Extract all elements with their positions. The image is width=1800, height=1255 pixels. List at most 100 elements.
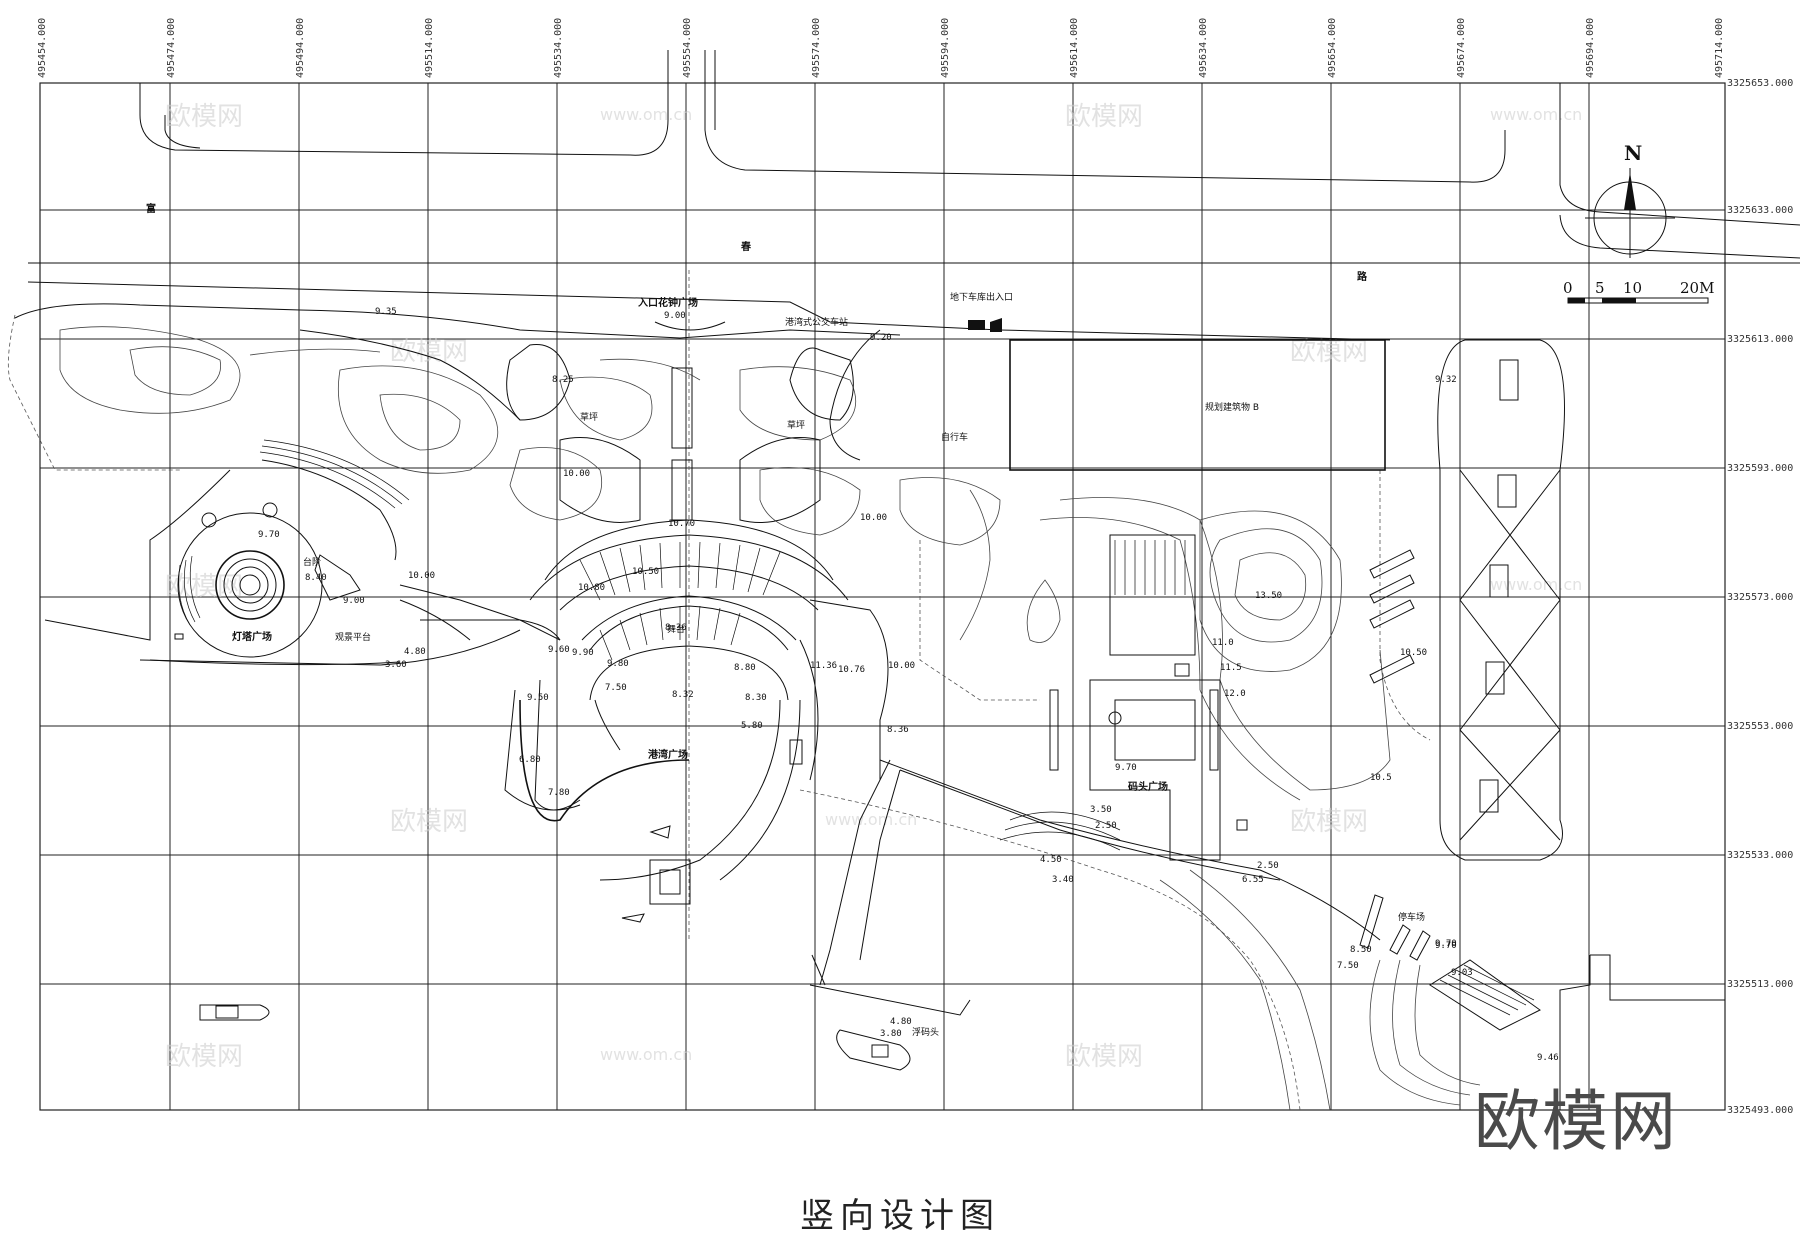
watermarks: 欧模网 www.om.cn 欧模网 www.om.cn 欧模网 欧模网 欧模网 … bbox=[165, 102, 1582, 1072]
dock-plaza: 规划建筑物 B 码头广场 停车场 bbox=[999, 339, 1541, 1031]
x-coordinate-labels: 495454.000 495474.000 495494.000 495514.… bbox=[37, 18, 1725, 78]
y-coord: 3325573.000 bbox=[1727, 592, 1793, 603]
elevation: 8.30 bbox=[745, 693, 767, 703]
underground-entrance-label: 地下车库出入口 bbox=[950, 291, 1013, 303]
misc-labels: 观景平台 台阶 草坪 草坪 自行车 bbox=[303, 411, 968, 643]
linear-park bbox=[1437, 339, 1565, 861]
x-coord: 495654.000 bbox=[1327, 18, 1338, 78]
y-coord: 3325533.000 bbox=[1727, 850, 1793, 861]
elevation: 9.00 bbox=[343, 596, 365, 606]
elevation: 13.50 bbox=[1255, 591, 1282, 601]
x-coord: 495494.000 bbox=[295, 18, 306, 78]
elevation: 9.32 bbox=[1435, 375, 1457, 385]
x-coord: 495454.000 bbox=[37, 18, 48, 78]
wharf: 浮码头 bbox=[199, 759, 971, 1071]
scale-bar: 0 5 10 20M bbox=[1563, 279, 1714, 304]
lawn-label: 草坪 bbox=[580, 411, 598, 423]
elevation: 8.36 bbox=[665, 623, 687, 633]
elevation: 9.50 bbox=[527, 693, 549, 703]
elevation: 9.46 bbox=[1537, 1053, 1559, 1063]
parking-bays bbox=[1359, 549, 1431, 961]
x-coord: 495514.000 bbox=[424, 18, 435, 78]
parking-label: 停车场 bbox=[1398, 911, 1425, 923]
elevation: 10.76 bbox=[838, 665, 865, 675]
elevation: 10.70 bbox=[668, 519, 695, 529]
x-coord: 495594.000 bbox=[940, 18, 951, 78]
lawn-label: 草坪 bbox=[787, 419, 805, 431]
y-coordinate-labels: 3325653.000 3325633.000 3325613.000 3325… bbox=[1727, 78, 1793, 1116]
park-outline bbox=[7, 303, 1725, 1111]
wharf-label: 浮码头 bbox=[912, 1026, 939, 1038]
watermark: 欧模网 bbox=[1290, 337, 1368, 367]
elevation: 10.50 bbox=[632, 567, 659, 577]
elevation: 11.0 bbox=[1212, 638, 1234, 648]
watermark: 欧模网 bbox=[390, 337, 468, 367]
elevation: 8.32 bbox=[672, 690, 694, 700]
entrance-plaza: 入口花钟广场 港湾式公交车站 地下车库出入口 bbox=[299, 270, 1013, 940]
elevation: 9.20 bbox=[870, 333, 892, 343]
elevation: 2.50 bbox=[1095, 821, 1117, 831]
scale-tick: 20M bbox=[1680, 279, 1714, 297]
elevation: 9.70 bbox=[1115, 763, 1137, 773]
watermark-url: www.om.cn bbox=[1490, 575, 1582, 594]
x-coord: 495574.000 bbox=[811, 18, 822, 78]
y-coord: 3325653.000 bbox=[1727, 78, 1793, 89]
lighthouse-plaza: 灯塔广场 bbox=[174, 439, 561, 658]
elevation: 7.80 bbox=[548, 788, 570, 798]
elevation: 10.00 bbox=[860, 513, 887, 523]
y-coord: 3325513.000 bbox=[1727, 979, 1793, 990]
brand-watermark: 欧模网 bbox=[1474, 1083, 1678, 1160]
building-footprint bbox=[1009, 339, 1386, 471]
elevation: 10.80 bbox=[578, 583, 605, 593]
elevation: 8.40 bbox=[305, 573, 327, 583]
x-coord: 495714.000 bbox=[1714, 18, 1725, 78]
steps-label: 台阶 bbox=[303, 556, 321, 568]
y-coord: 3325553.000 bbox=[1727, 721, 1793, 732]
watermark-url: www.om.cn bbox=[825, 810, 917, 829]
x-coord: 495694.000 bbox=[1585, 18, 1596, 78]
x-coord: 495474.000 bbox=[166, 18, 177, 78]
watermark: 欧模网 bbox=[1065, 1042, 1143, 1072]
elevation: 3.50 bbox=[1090, 805, 1112, 815]
y-coord: 3325493.000 bbox=[1727, 1105, 1793, 1116]
elevation: 9.90 bbox=[572, 648, 594, 658]
elevation: 9.70 bbox=[258, 530, 280, 540]
watermark: 欧模网 bbox=[165, 102, 243, 132]
watermark: 欧模网 bbox=[1065, 102, 1143, 132]
elevation: 10.00 bbox=[408, 571, 435, 581]
elevation: 10.00 bbox=[563, 469, 590, 479]
x-coord: 495614.000 bbox=[1069, 18, 1080, 78]
bike-parking-label: 自行车 bbox=[941, 431, 968, 443]
elevation: 2.50 bbox=[1257, 861, 1279, 871]
elevation: 6.55 bbox=[1242, 875, 1264, 885]
elevation: 10.00 bbox=[888, 661, 915, 671]
elevation: 3.40 bbox=[1052, 875, 1074, 885]
elevation: 9.35 bbox=[375, 307, 397, 317]
watermark-url: www.om.cn bbox=[600, 105, 692, 124]
x-coord: 495634.000 bbox=[1198, 18, 1209, 78]
x-coord: 495554.000 bbox=[682, 18, 693, 78]
watermark: 欧模网 bbox=[165, 1042, 243, 1072]
elevation-labels: 9.35 9.00 9.20 9.32 8.25 10.00 10.50 10.… bbox=[258, 307, 1559, 1063]
watermark: 欧模网 bbox=[1290, 807, 1368, 837]
road-label: 春 bbox=[741, 240, 751, 253]
elevation: 8.50 bbox=[1350, 945, 1372, 955]
elevation: 11.5 bbox=[1220, 663, 1242, 673]
elevation: 3.60 bbox=[385, 660, 407, 670]
elevation: 8.25 bbox=[552, 375, 574, 385]
elevation: 7.50 bbox=[1337, 961, 1359, 971]
y-coord: 3325633.000 bbox=[1727, 205, 1793, 216]
watermark-url: www.om.cn bbox=[600, 1045, 692, 1064]
north-arrow: N bbox=[1585, 141, 1675, 258]
viewing-platform-label: 观景平台 bbox=[335, 631, 371, 643]
elevation: 9.70 bbox=[1435, 939, 1457, 949]
elevation: 4.50 bbox=[1040, 855, 1062, 865]
x-coord: 495674.000 bbox=[1456, 18, 1467, 78]
elevation: 4.80 bbox=[890, 1017, 912, 1027]
elevation: 12.0 bbox=[1224, 689, 1246, 699]
roads: 富 春 路 bbox=[27, 50, 1800, 341]
elevation: 9.70 bbox=[1435, 941, 1457, 951]
building-label: 规划建筑物 B bbox=[1205, 401, 1259, 413]
x-coord: 495534.000 bbox=[553, 18, 564, 78]
